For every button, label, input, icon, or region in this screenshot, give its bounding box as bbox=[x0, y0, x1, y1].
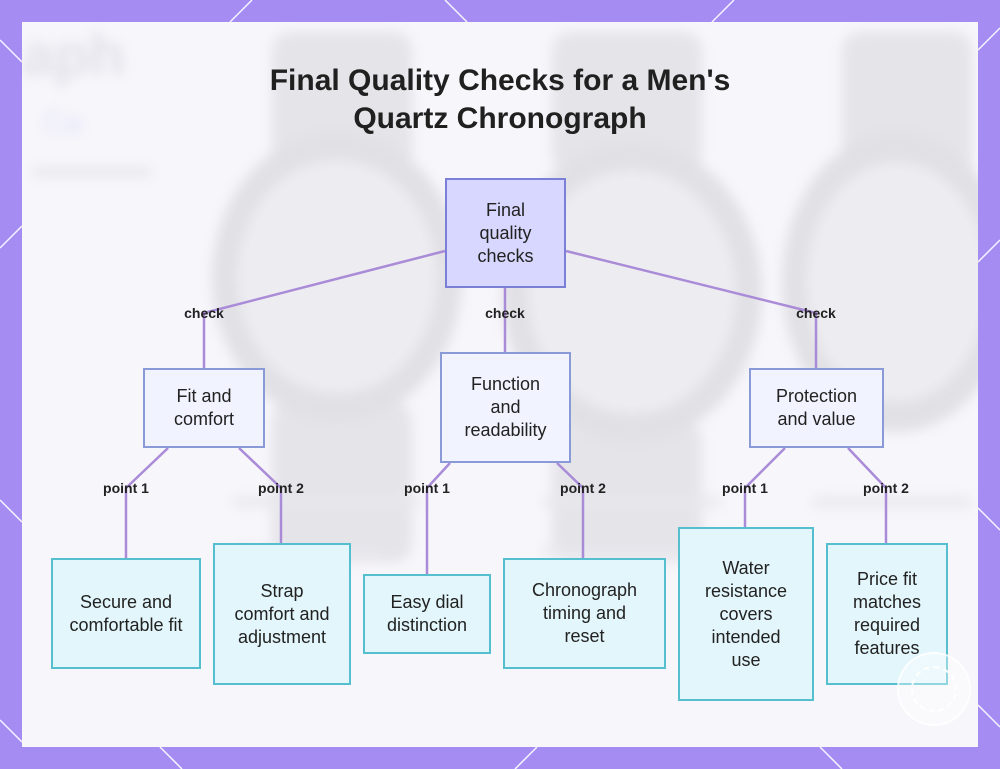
edge-function-dial bbox=[425, 462, 451, 574]
edge-label-check: check bbox=[796, 305, 836, 321]
edge-label-point-2: point 2 bbox=[560, 480, 606, 496]
node-label: Strap comfort and adjustment bbox=[234, 580, 330, 647]
edge-label-point-1: point 1 bbox=[722, 480, 768, 496]
node-label: Fit and comfort bbox=[173, 386, 234, 429]
node-chronograph-timing-and-reset: Chronograph timing and reset bbox=[503, 558, 666, 669]
edge-label-check: check bbox=[485, 305, 525, 321]
node-secure-and-comfortable-fit: Secure and comfortable fit bbox=[51, 558, 201, 669]
node-fit-and-comfort: Fit and comfort bbox=[143, 368, 265, 448]
node-label: Chronograph timing and reset bbox=[531, 580, 638, 646]
node-label: Water resistance covers intended use bbox=[704, 557, 788, 670]
edge-function-chrono bbox=[556, 462, 585, 558]
node-function-and-readability: Function and readability bbox=[440, 352, 571, 463]
node-label: Easy dial distinction bbox=[386, 592, 468, 635]
node-label: Protection and value bbox=[775, 386, 858, 429]
title-line-1: Final Quality Checks for a Men's bbox=[269, 64, 731, 97]
node-label: Secure and comfortable fit bbox=[69, 591, 183, 635]
edge-label-point-2: point 2 bbox=[863, 480, 909, 496]
node-protection-and-value: Protection and value bbox=[749, 368, 884, 448]
edge-label-point-2: point 2 bbox=[258, 480, 304, 496]
edge-root-fit bbox=[202, 249, 446, 368]
diagram-title: Final Quality Checks for a Men's Quartz … bbox=[0, 62, 1000, 138]
edge-fit-strap bbox=[238, 447, 283, 543]
watermark-seal-icon bbox=[897, 652, 971, 726]
edge-label-point-1: point 1 bbox=[103, 480, 149, 496]
node-price-fit: Price fit matches required features bbox=[826, 543, 948, 685]
node-strap-comfort-and-adjustment: Strap comfort and adjustment bbox=[213, 543, 351, 685]
edge-root-protection bbox=[565, 249, 818, 368]
edge-protection-price bbox=[847, 447, 888, 543]
edge-label-check: check bbox=[184, 305, 224, 321]
node-water-resistance: Water resistance covers intended use bbox=[678, 527, 814, 701]
edge-fit-secure bbox=[124, 447, 169, 558]
node-label: Function and readability bbox=[464, 374, 547, 440]
node-final-quality-checks: Final quality checks bbox=[445, 178, 566, 288]
edge-label-point-1: point 1 bbox=[404, 480, 450, 496]
title-line-2: Quartz Chronograph bbox=[353, 102, 647, 135]
node-label: Final quality checks bbox=[477, 199, 534, 266]
node-easy-dial-distinction: Easy dial distinction bbox=[363, 574, 491, 654]
node-label: Price fit matches required features bbox=[852, 569, 922, 658]
edge-protection-water bbox=[743, 447, 786, 527]
